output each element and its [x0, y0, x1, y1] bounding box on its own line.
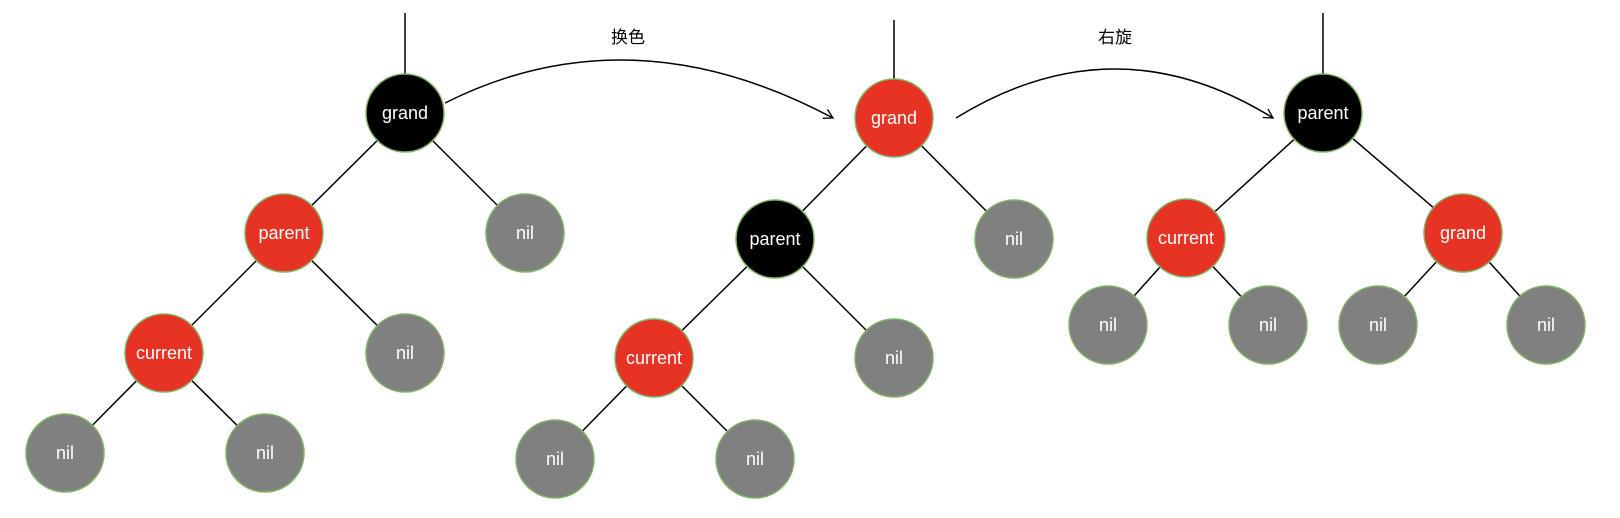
node-label: nil [1099, 315, 1117, 335]
rotate-arrow [955, 68, 1275, 119]
current-node: current [124, 313, 204, 393]
nil-node: nil [515, 419, 595, 499]
node-circle [365, 73, 445, 153]
node-circle [854, 318, 934, 398]
recolor-arrow [444, 59, 835, 119]
node-circle [225, 413, 305, 493]
node-label: nil [885, 348, 903, 368]
parent-node: parent [735, 199, 815, 279]
grand-node: grand [854, 78, 934, 158]
node-label: nil [516, 223, 534, 243]
node-label: current [1158, 228, 1214, 248]
node-circle [854, 78, 934, 158]
node-circle [515, 419, 595, 499]
node-circle [1146, 198, 1226, 278]
node-label: grand [871, 108, 917, 128]
node-circle [715, 419, 795, 499]
node-label: grand [382, 103, 428, 123]
node-circle [365, 313, 445, 393]
nil-node: nil [974, 199, 1054, 279]
nil-node: nil [25, 413, 105, 493]
step-label-rotate: 右旋 [1098, 28, 1132, 48]
node-label: nil [746, 449, 764, 469]
node-circle [1423, 193, 1503, 273]
current-node: current [1146, 198, 1226, 278]
node-label: nil [1537, 315, 1555, 335]
parent-node: parent [1283, 73, 1363, 153]
node-circle [614, 318, 694, 398]
node-label: nil [256, 443, 274, 463]
node-label: nil [546, 449, 564, 469]
node-circle [974, 199, 1054, 279]
node-circle [1506, 285, 1586, 365]
node-label: nil [1005, 229, 1023, 249]
nil-node: nil [1506, 285, 1586, 365]
nil-node: nil [1068, 285, 1148, 365]
current-node: current [614, 318, 694, 398]
node-label: nil [56, 443, 74, 463]
nil-node: nil [485, 193, 565, 273]
node-label: nil [396, 343, 414, 363]
nil-node: nil [365, 313, 445, 393]
node-label: parent [749, 229, 800, 249]
node-circle [1283, 73, 1363, 153]
node-label: current [136, 343, 192, 363]
nil-node: nil [225, 413, 305, 493]
node-circle [1338, 285, 1418, 365]
node-circle [485, 193, 565, 273]
nil-node: nil [1228, 285, 1308, 365]
node-label: parent [1297, 103, 1348, 123]
node-label: current [626, 348, 682, 368]
node-circle [735, 199, 815, 279]
step-label-recolor: 换色 [611, 28, 645, 48]
parent-node: parent [244, 193, 324, 273]
nil-node: nil [1338, 285, 1418, 365]
node-label: parent [258, 223, 309, 243]
node-label: nil [1259, 315, 1277, 335]
node-circle [244, 193, 324, 273]
node-label: nil [1369, 315, 1387, 335]
node-circle [124, 313, 204, 393]
grand-node: grand [365, 73, 445, 153]
node-circle [1068, 285, 1148, 365]
nil-node: nil [854, 318, 934, 398]
grand-node: grand [1423, 193, 1503, 273]
node-label: grand [1440, 223, 1486, 243]
nil-node: nil [715, 419, 795, 499]
node-circle [1228, 285, 1308, 365]
node-circle [25, 413, 105, 493]
